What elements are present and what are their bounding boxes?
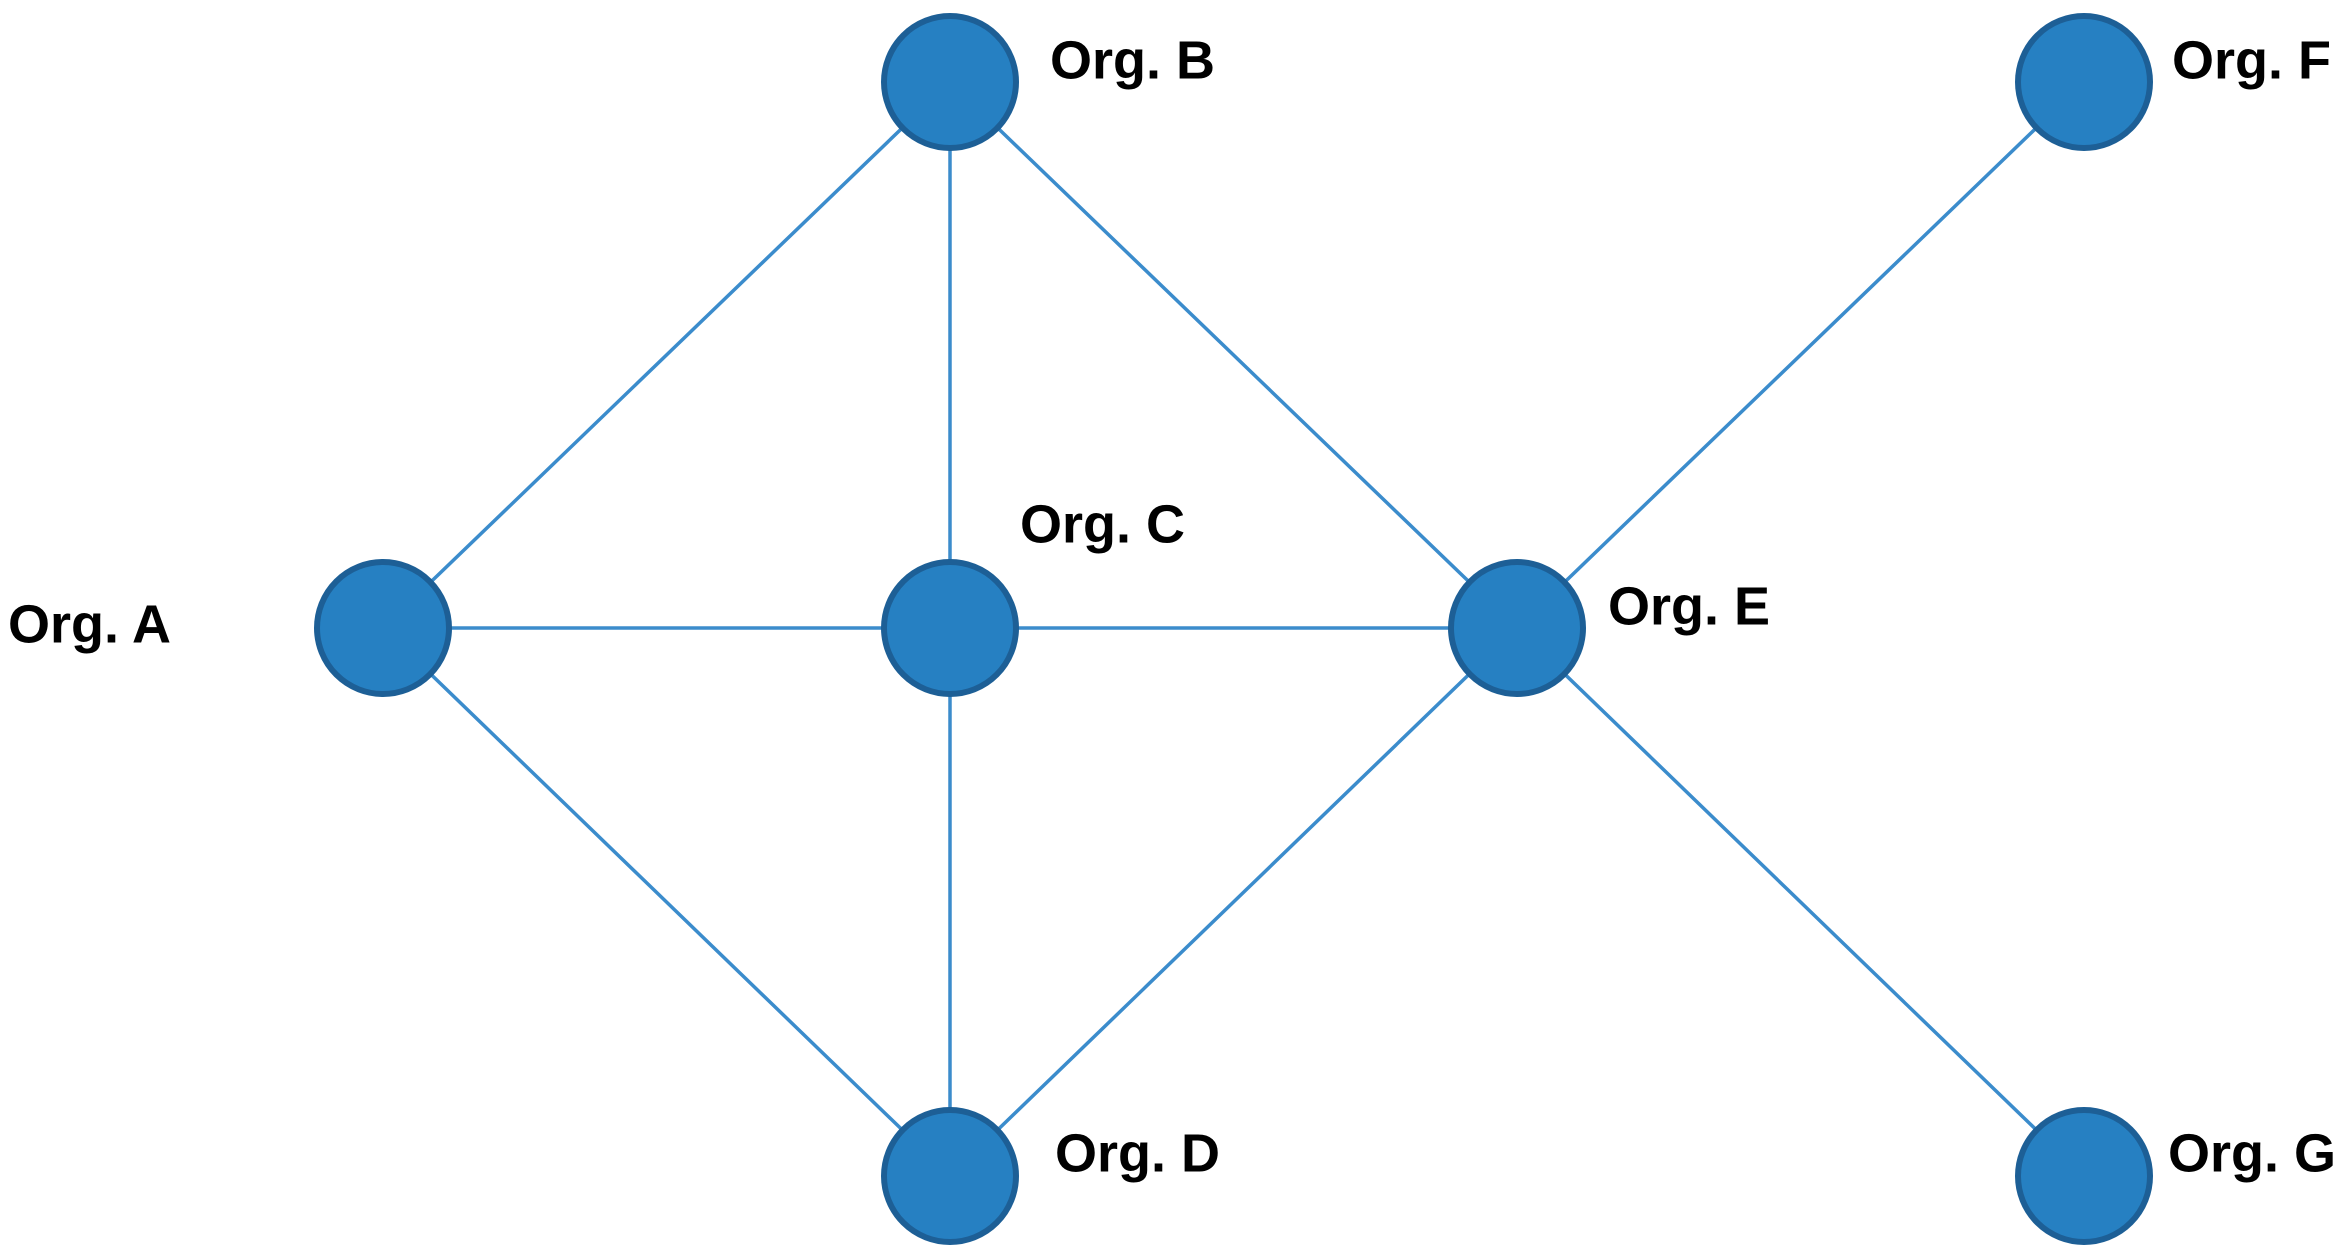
node-a bbox=[314, 559, 452, 697]
node-d bbox=[881, 1107, 1019, 1245]
node-c bbox=[881, 559, 1019, 697]
edge-d-e bbox=[948, 626, 1519, 1178]
node-e bbox=[1448, 559, 1586, 697]
nodes-layer bbox=[314, 13, 2153, 1245]
node-label-a: Org. A bbox=[8, 594, 171, 654]
edges-layer bbox=[381, 80, 2086, 1178]
node-label-b: Org. B bbox=[1050, 30, 1215, 90]
edge-e-g bbox=[1515, 626, 2086, 1178]
edge-a-d bbox=[381, 626, 952, 1178]
node-label-f: Org. F bbox=[2172, 30, 2331, 90]
labels-layer: Org. A Org. B Org. C Org. D Org. E Org. F Org.… bbox=[8, 30, 2336, 1183]
node-label-d: Org. D bbox=[1055, 1123, 1220, 1183]
node-label-g: Org. G bbox=[2168, 1123, 2336, 1183]
edge-b-e bbox=[948, 80, 1519, 630]
node-f bbox=[2015, 13, 2153, 151]
node-b bbox=[881, 13, 1019, 151]
node-label-c: Org. C bbox=[1020, 494, 1185, 554]
node-g bbox=[2015, 1107, 2153, 1245]
edge-a-b bbox=[381, 80, 952, 630]
edge-e-f bbox=[1515, 80, 2086, 630]
node-label-e: Org. E bbox=[1608, 576, 1770, 636]
